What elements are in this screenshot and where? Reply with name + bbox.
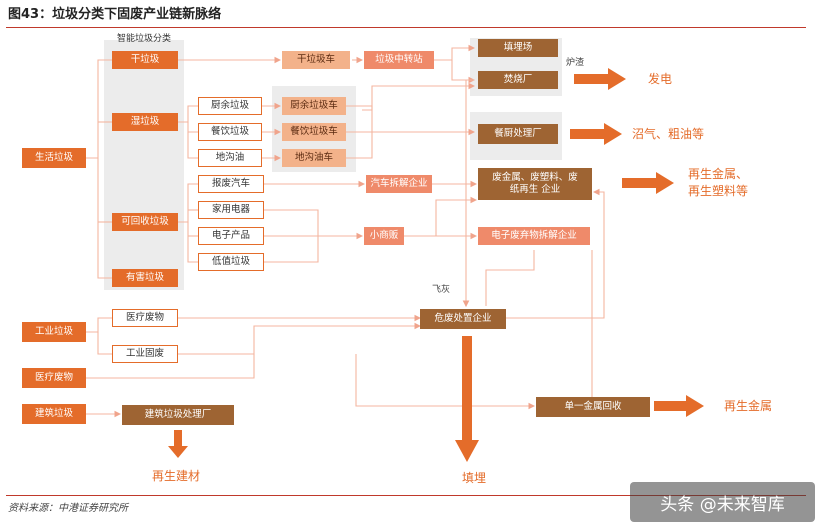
- panel-label: 智能垃圾分类: [116, 34, 171, 44]
- output-metal-plastic-line1: 再生金属、: [688, 167, 749, 181]
- arrow-recycled-metal: [654, 395, 704, 417]
- node-medical-waste-mid: 医疗废物: [112, 309, 178, 327]
- node-ewaste-company: 电子废弃物拆解企业: [478, 227, 590, 245]
- arrow-biogas: [570, 123, 622, 145]
- output-building-material: 再生建材: [152, 469, 201, 483]
- arrow-power: [574, 68, 626, 90]
- output-metal-plastic-line2: 再生塑料等: [688, 184, 749, 198]
- node-construction-plant: 建筑垃圾处理厂: [122, 405, 234, 425]
- node-wet-waste: 湿垃圾: [112, 113, 178, 131]
- node-low-value: 低值垃圾: [198, 253, 264, 271]
- node-small-vendor: 小商贩: [364, 227, 404, 245]
- node-scrap-company: 废金属、废塑料、废 纸再生 企业: [478, 168, 592, 200]
- smart-sorting-panel: [104, 40, 184, 290]
- label-slag: 炉渣: [566, 58, 585, 68]
- node-kitchen-truck: 厨余垃圾车: [282, 97, 346, 115]
- scrap-company-line2: 纸再生 企业: [509, 184, 561, 195]
- node-dry-waste: 干垃圾: [112, 51, 178, 69]
- node-electronics: 电子产品: [198, 227, 264, 245]
- node-single-metal: 单一金属回收: [536, 397, 650, 417]
- footer-rule: [6, 495, 806, 496]
- node-kitchen-waste: 厨余垃圾: [198, 97, 262, 115]
- node-scrap-car: 报废汽车: [198, 175, 264, 193]
- output-biogas: 沼气、粗油等: [632, 127, 705, 141]
- figure-title: 图43：垃圾分类下固废产业链新脉络: [8, 7, 222, 22]
- source-note: 资料来源：中港证券研究所: [8, 503, 128, 514]
- node-landfill-site: 填埋场: [478, 39, 558, 57]
- node-life-waste: 生活垃圾: [22, 148, 86, 168]
- node-oil-truck: 地沟油车: [282, 149, 346, 167]
- node-catering-truck: 餐饮垃圾车: [282, 123, 346, 141]
- arrow-metal-plastic: [622, 172, 674, 194]
- node-industrial-solid: 工业固废: [112, 345, 178, 363]
- scrap-company-line1: 废金属、废塑料、废: [492, 172, 578, 183]
- arrow-landfill: [455, 336, 479, 462]
- node-industrial-waste: 工业垃圾: [22, 322, 86, 342]
- title-rule: [6, 27, 806, 28]
- node-incineration-plant: 焚烧厂: [478, 71, 558, 89]
- output-recycled-metal: 再生金属: [724, 399, 773, 413]
- node-appliances: 家用电器: [198, 201, 264, 219]
- output-power: 发电: [648, 72, 673, 86]
- node-hazard-company: 危废处置企业: [420, 309, 506, 329]
- node-catering-waste: 餐饮垃圾: [198, 123, 262, 141]
- node-car-dismantle: 汽车拆解企业: [366, 175, 432, 193]
- output-landfill: 填埋: [462, 471, 487, 485]
- node-recyclable: 可回收垃圾: [112, 213, 178, 231]
- node-transfer-station: 垃圾中转站: [364, 51, 434, 69]
- watermark: 头条 @未来智库: [630, 482, 815, 522]
- node-medical-waste: 医疗废物: [22, 368, 86, 388]
- label-fly-ash: 飞灰: [432, 285, 451, 295]
- node-construction-waste: 建筑垃圾: [22, 404, 86, 424]
- node-dry-truck: 干垃圾车: [282, 51, 350, 69]
- node-hazardous: 有害垃圾: [112, 269, 178, 287]
- node-gutter-oil: 地沟油: [198, 149, 262, 167]
- arrow-construction: [168, 430, 188, 458]
- node-kitchen-plant: 餐厨处理厂: [478, 124, 558, 144]
